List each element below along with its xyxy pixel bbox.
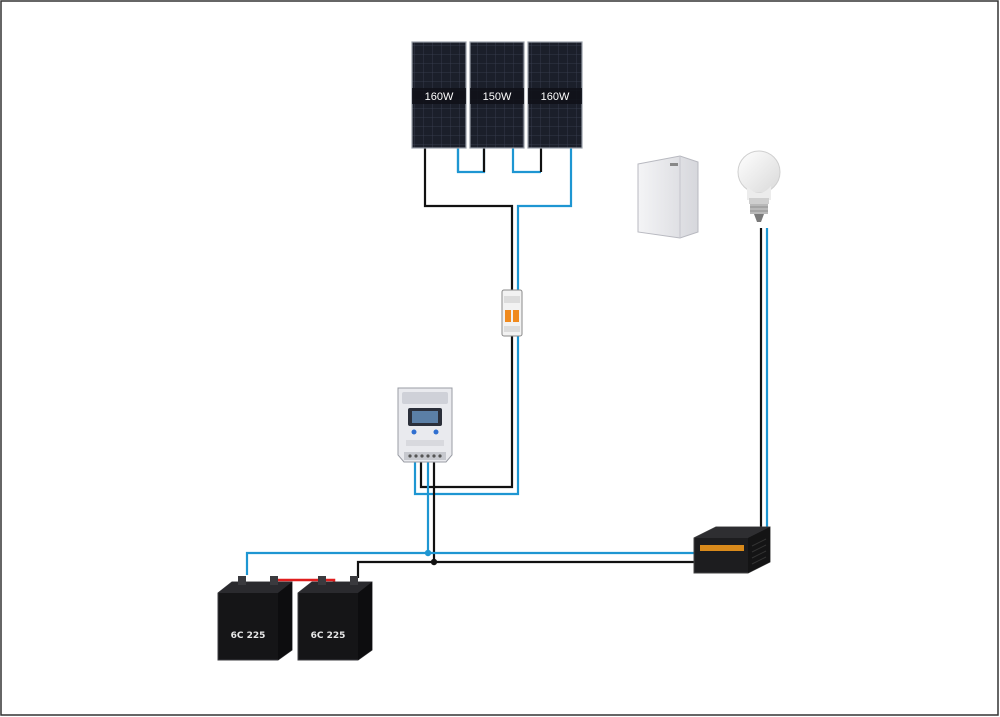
mppt-controller-icon	[397, 387, 453, 463]
battery-model-label: 6C 225	[311, 631, 346, 641]
panel-wattage-label: 160W	[425, 91, 454, 103]
array-negative-wire	[423, 148, 514, 290]
solar-panel-3: 160W	[527, 41, 583, 149]
battery-model-label: 6C 225	[231, 631, 266, 641]
battery-negative-bus	[356, 560, 696, 578]
solar-array: 160W 150W 160W	[411, 41, 583, 149]
wiring	[245, 148, 769, 578]
power-inverter-icon	[693, 526, 771, 574]
breaker-to-controller-negative	[419, 335, 514, 489]
panel-jumper-1	[456, 148, 486, 174]
battery-positive-bus	[245, 551, 696, 575]
mini-fridge-icon	[637, 155, 699, 239]
solar-panel-2: 150W	[469, 41, 525, 149]
dc-breaker-icon	[501, 289, 523, 337]
panel-wattage-label: 160W	[541, 91, 570, 103]
battery-2: 6C 225	[297, 576, 373, 661]
panel-jumper-2	[511, 148, 541, 174]
array-positive-wire	[516, 148, 573, 290]
light-bulb-icon	[737, 150, 781, 222]
panel-wattage-label: 150W	[483, 91, 512, 103]
junction-positive	[424, 549, 432, 557]
solar-panel-1: 160W	[411, 41, 467, 149]
breaker-to-controller-positive	[413, 335, 520, 496]
junction-negative	[430, 558, 438, 566]
battery-1: 6C 225	[217, 576, 293, 661]
